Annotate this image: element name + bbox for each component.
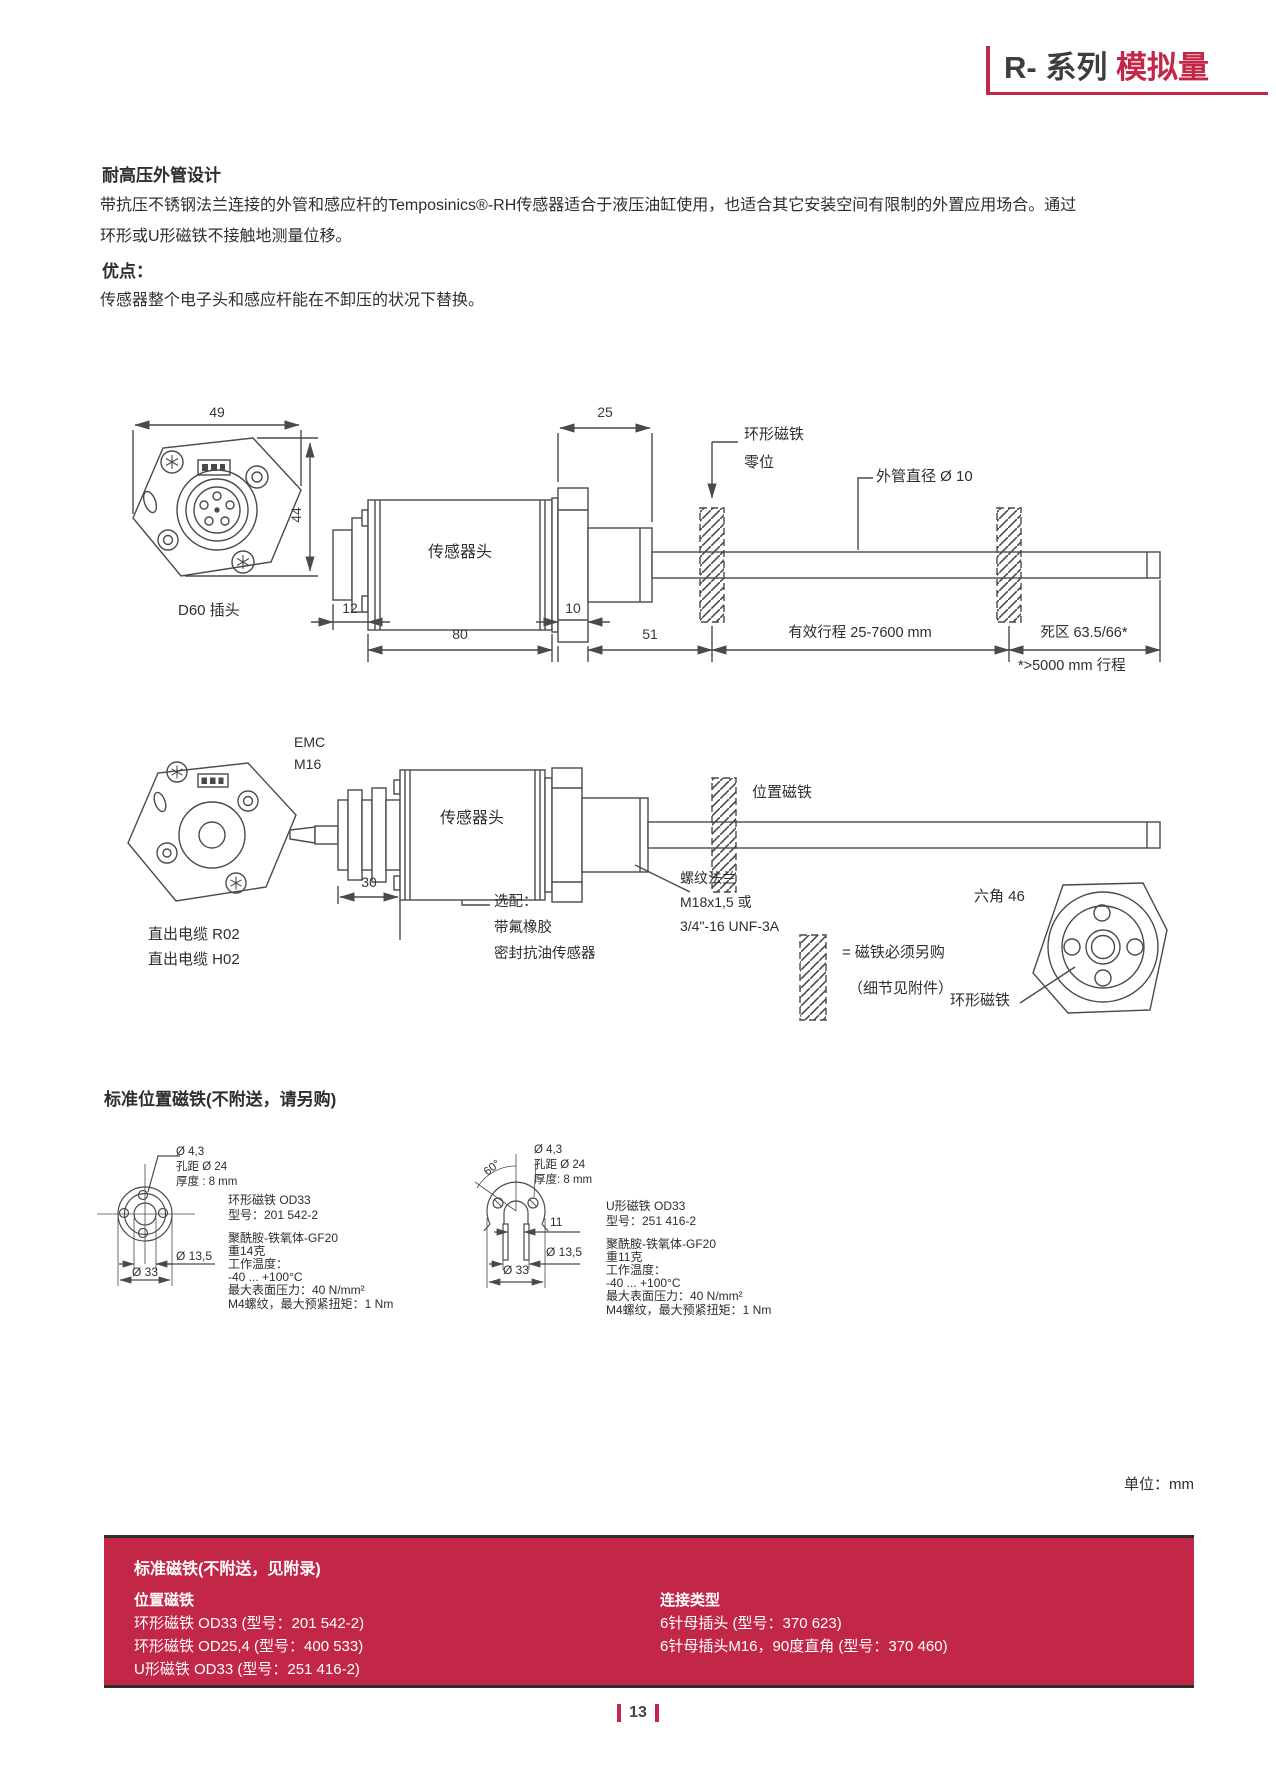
diagram1-art: [132, 420, 1161, 662]
dim-10-label: 10: [565, 600, 581, 616]
m16-label: M16: [294, 756, 322, 772]
cable-h02-label: 直出电缆 H02: [148, 951, 240, 968]
u-pressure: 最大表面压力：40 N/mm²: [606, 1289, 743, 1303]
ring-torque: M4螺纹，最大预紧扭矩：1 Nm: [228, 1297, 394, 1311]
hex-46-label: 六角 46: [974, 888, 1025, 905]
dim-12-label: 12: [342, 600, 358, 616]
sensor-head-label-2: 传感器头: [439, 810, 505, 827]
benefits-heading: 优点：: [102, 262, 153, 281]
panel-right-title: 连接类型: [660, 1592, 721, 1609]
dim-25-label: 25: [597, 404, 613, 420]
u-torque: M4螺纹，最大预紧扭矩：1 Nm: [606, 1303, 772, 1317]
ring-model: 型号：201 542-2: [228, 1208, 319, 1222]
panel-left-row-1: 环形磁铁 OD33 (型号：201 542-2): [134, 1615, 365, 1632]
panel-left-title: 位置磁铁: [134, 1592, 195, 1609]
ring-temp-label: 工作温度：: [228, 1257, 289, 1271]
stroke-footnote: *>5000 mm 行程: [1018, 658, 1126, 674]
dead-zone-label: 死区 63.5/66*: [1040, 625, 1128, 641]
intro-body-line1: 带抗压不锈钢法兰连接的外管和感应杆的Temposinics®-RH传感器适合于液…: [100, 197, 1077, 214]
u-weight: 重11克: [606, 1250, 643, 1264]
title-series: R- 系列: [1004, 50, 1108, 85]
dim-44-label: 44: [287, 507, 304, 523]
u-temp-label: 工作温度：: [606, 1263, 667, 1277]
footer-bar-right: [654, 1704, 659, 1722]
option-label-1: 选配：: [494, 894, 538, 910]
thread-flange-label-3: 3/4"-16 UNF-3A: [680, 918, 780, 934]
cable-r02-label: 直出电缆 R02: [148, 926, 240, 943]
u-name: U形磁铁 OD33: [606, 1199, 686, 1213]
panel-right-row-2: 6针母插头M16，90度直角 (型号：370 460): [660, 1638, 948, 1655]
dim-80-label: 80: [452, 626, 468, 642]
page-number: 13: [629, 1704, 647, 1721]
thread-flange-label-1: 螺纹法兰: [680, 870, 736, 886]
unit-note: 单位：mm: [1124, 1476, 1194, 1493]
ring-magnet-zero-label-1: 环形磁铁: [744, 426, 805, 443]
ring-dim-hole: Ø 13,5: [176, 1249, 213, 1263]
ring-name: 环形磁铁 OD33: [228, 1193, 311, 1207]
ring-magnet-zero-label-2: 零位: [744, 454, 775, 471]
page-footer: 13: [0, 1704, 1276, 1722]
dim-30-label: 30: [361, 874, 377, 890]
legend-text-1: = 磁铁必须另购: [842, 944, 945, 961]
intro-body-line2: 环形或U形磁铁不接触地测量位移。: [100, 228, 352, 245]
tube-diameter-label: 外管直径 Ø 10: [876, 468, 973, 485]
panel-left-row-3: U形磁铁 OD33 (型号：251 416-2): [134, 1661, 360, 1678]
u-callout-dia: Ø 4,3: [534, 1144, 563, 1156]
position-magnet-label: 位置磁铁: [752, 784, 813, 801]
panel-heading: 标准磁铁(不附送，见附录): [134, 1561, 321, 1578]
emc-label: EMC: [294, 734, 326, 750]
page-title: R- 系列 模拟量: [1004, 50, 1209, 86]
u-model: 型号：251 416-2: [606, 1214, 697, 1228]
ring-weight: 重14克: [228, 1244, 266, 1258]
standard-magnet-panel: [104, 1535, 1194, 1688]
thread-flange-label-2: M18x1,5 或: [680, 894, 752, 910]
stroke-range-label: 有效行程 25-7600 mm: [788, 625, 932, 641]
option-label-3: 密封抗油传感器: [494, 946, 596, 962]
u-dim-od: Ø 33: [502, 1263, 530, 1277]
ring-callout-dia: Ø 4,3: [176, 1146, 205, 1158]
u-dim-hole: Ø 13,5: [546, 1245, 583, 1259]
ring-temp-range: -40 ... +100°C: [228, 1270, 303, 1284]
header-vertical-rule: [986, 46, 990, 94]
diagram2-art: [127, 761, 1168, 1021]
u-temp-range: -40 ... +100°C: [606, 1276, 681, 1290]
u-magnet-art: [474, 1154, 580, 1288]
footer-bar-left: [617, 1704, 622, 1722]
ring-callout-bolt-circle: 孔距 Ø 24: [176, 1161, 228, 1173]
ring-dim-od: Ø 33: [131, 1265, 159, 1279]
benefits-body: 传感器整个电子头和感应杆能在不卸压的状况下替换。: [100, 292, 485, 309]
ring-magnet-label: 环形磁铁: [950, 992, 1011, 1009]
ring-material: 聚酰胺-铁氧体-GF20: [228, 1231, 339, 1245]
u-callout-bolt-circle: 孔距 Ø 24: [534, 1159, 586, 1171]
header-horizontal-rule: [986, 92, 1268, 95]
ring-callout-thickness: 厚度 : 8 mm: [176, 1176, 238, 1188]
dim-51-label: 51: [642, 626, 658, 642]
sensor-head-label-1: 传感器头: [427, 544, 493, 561]
ring-magnet-art: [97, 1155, 215, 1286]
panel-left-row-2: 环形磁铁 OD25,4 (型号：400 533): [134, 1638, 364, 1655]
legend-text-2: （细节见附件）: [848, 980, 954, 997]
d60-connector-label: D60 插头: [178, 602, 240, 619]
u-dim-11: 11: [550, 1215, 563, 1229]
dim-49-label: 49: [209, 404, 225, 420]
option-label-2: 带氟橡胶: [494, 920, 552, 936]
intro-heading: 耐高压外管设计: [102, 166, 221, 185]
ring-pressure: 最大表面压力：40 N/mm²: [228, 1283, 365, 1297]
title-type: 模拟量: [1115, 50, 1209, 85]
magnet-section-heading: 标准位置磁铁(不附送，请另购): [104, 1090, 337, 1109]
panel-right-row-1: 6针母插头 (型号：370 623): [660, 1615, 842, 1632]
u-material: 聚酰胺-铁氧体-GF20: [606, 1237, 717, 1251]
u-callout-thickness: 厚度: 8 mm: [534, 1174, 593, 1186]
